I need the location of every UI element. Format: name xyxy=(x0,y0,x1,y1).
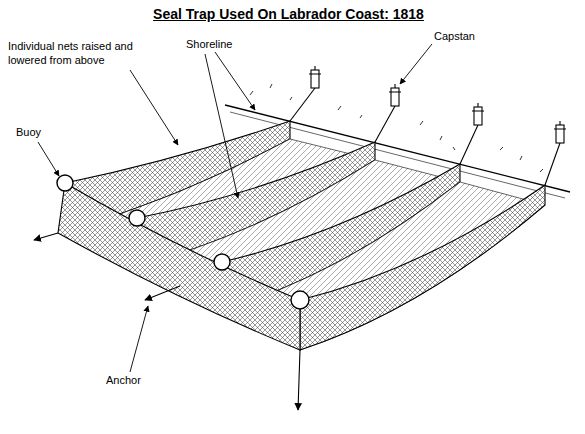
callout-label: Buoy xyxy=(16,126,41,140)
callout-label: Capstan xyxy=(434,30,475,44)
callout-label: Shoreline xyxy=(186,38,232,52)
buoys xyxy=(57,175,309,309)
callout-label: Anchor xyxy=(106,374,141,388)
callout-label: Individual nets raised and lowered from … xyxy=(8,40,158,68)
leader-lines xyxy=(38,44,432,372)
nets xyxy=(58,121,545,350)
capstans xyxy=(290,66,566,185)
anchor-lines xyxy=(34,233,300,410)
diagram-title: Seal Trap Used On Labrador Coast: 1818 xyxy=(0,6,581,24)
